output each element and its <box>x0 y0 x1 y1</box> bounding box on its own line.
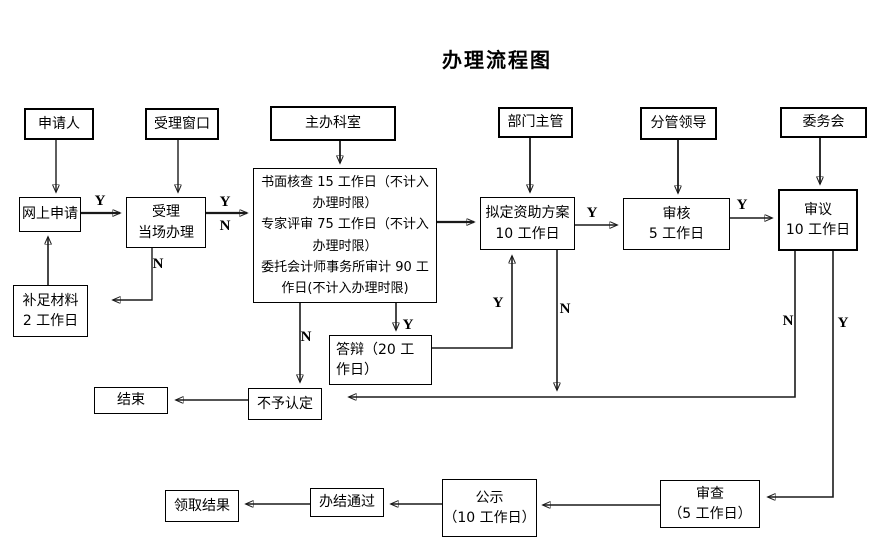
page-title: 办理流程图 <box>442 48 552 72</box>
label-accept-process-y: Y <box>219 194 231 210</box>
label-plan-review-y: Y <box>586 205 598 221</box>
node-supplement-materials: 补足材料 2 工作日 <box>13 285 88 337</box>
node-examination: 审查 （5 工作日） <box>660 480 760 528</box>
node-completed: 办结通过 <box>310 488 384 517</box>
process-step-audit: 委托会计师事务所审计 90 工作日(不计入办理时限) <box>261 259 429 296</box>
node-collect-result: 领取结果 <box>165 490 239 522</box>
arrow-deliberation-n-to-notrecognized <box>349 251 796 397</box>
label-plan-down-n: N <box>559 301 571 317</box>
label-accept-down-n: N <box>152 256 164 272</box>
process-step-expert-review: 专家评审 75 工作日（不计入办理时限） <box>261 217 429 254</box>
lane-leader-in-charge: 分管领导 <box>640 107 717 140</box>
label-defense-plan-y: Y <box>492 295 504 311</box>
process-step-document-check: 书面核查 15 工作日（不计入办理时限） <box>261 175 429 212</box>
label-deliberation-y: Y <box>837 315 849 331</box>
node-public-notice: 公示 （10 工作日） <box>442 479 537 537</box>
arrow-deliberation-y-to-examination <box>768 251 834 497</box>
lane-acceptance-window: 受理窗口 <box>145 108 219 140</box>
lane-main-office: 主办科室 <box>270 106 396 141</box>
lane-committee: 委务会 <box>780 107 867 138</box>
lane-applicant: 申请人 <box>24 108 94 140</box>
lane-department-head: 部门主管 <box>498 107 573 138</box>
label-accept-process-n: N <box>219 218 231 234</box>
label-online-accept-y: Y <box>94 193 106 209</box>
node-defense: 答辩（20 工作日） <box>329 335 432 385</box>
node-deliberation: 审议 10 工作日 <box>778 189 858 251</box>
node-end: 结束 <box>94 387 168 414</box>
arrow-defense-to-plan <box>432 256 512 349</box>
node-online-application: 网上申请 <box>19 197 81 232</box>
node-main-office-process: 书面核查 15 工作日（不计入办理时限） 专家评审 75 工作日（不计入办理时限… <box>253 168 437 303</box>
label-review-deliberation-y: Y <box>736 197 748 213</box>
node-not-recognized: 不予认定 <box>248 388 322 420</box>
node-funding-plan: 拟定资助方案 10 工作日 <box>480 197 575 250</box>
label-process-down-n: N <box>300 329 312 345</box>
label-process-defense-y: Y <box>402 317 414 333</box>
label-deliberation-n: N <box>782 313 794 329</box>
node-accept-onsite: 受理 当场办理 <box>126 197 206 248</box>
arrow-accept-n-path <box>113 247 153 300</box>
node-review: 审核 5 工作日 <box>623 198 730 250</box>
